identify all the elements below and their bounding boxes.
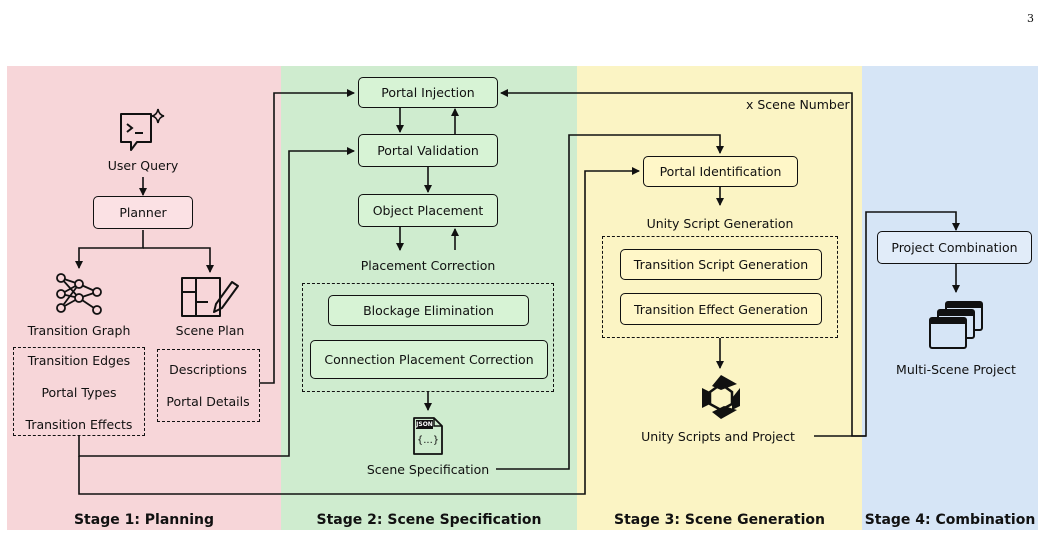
portal-types-label: Portal Types [41, 385, 117, 400]
stage-3-label: Stage 3: Scene Generation [614, 512, 825, 528]
transition-effects-label: Transition Effects [25, 417, 133, 432]
scene-plan-label: Scene Plan [175, 323, 245, 338]
unity-scripts-project-label: Unity Scripts and Project [641, 429, 795, 444]
transition-graph-details [13, 347, 145, 436]
connection-placement-correction-box: Connection Placement Correction [310, 340, 548, 379]
planner-box: Planner [93, 196, 193, 229]
portal-injection-box: Portal Injection [358, 77, 498, 108]
scene-plan-details [157, 349, 260, 422]
stage-1-label: Stage 1: Planning [73, 512, 215, 528]
blockage-elimination-box: Blockage Elimination [328, 295, 529, 326]
transition-graph-icon [56, 273, 102, 315]
stage-4-panel [862, 66, 1038, 530]
stage-2-label: Stage 2: Scene Specification [316, 512, 542, 528]
unity-script-generation-label: Unity Script Generation [646, 216, 794, 231]
chat-terminal-icon [120, 108, 165, 151]
user-query-label: User Query [107, 158, 179, 173]
portal-identification-box: Portal Identification [643, 156, 798, 187]
stage-1-panel [7, 66, 281, 530]
project-combination-box: Project Combination [877, 231, 1032, 264]
stage-4-label: Stage 4: Combination [864, 512, 1036, 528]
transition-edges-label: Transition Edges [27, 353, 131, 368]
scene-plan-icon [181, 277, 239, 317]
page-number: 3 [1027, 12, 1034, 25]
multi-window-icon [929, 301, 983, 349]
placement-correction-group [302, 283, 554, 392]
json-braces: {...} [416, 435, 440, 446]
multi-scene-project-label: Multi-Scene Project [896, 362, 1016, 377]
descriptions-label: Descriptions [169, 362, 247, 377]
unity-script-group [602, 236, 838, 338]
portal-details-label: Portal Details [166, 394, 250, 409]
json-file-icon: JSON {...} [412, 416, 444, 456]
json-tag: JSON [416, 421, 433, 428]
placement-correction-label: Placement Correction [360, 258, 496, 273]
transition-script-generation-box: Transition Script Generation [620, 249, 822, 280]
object-placement-box: Object Placement [358, 194, 498, 227]
scene-loop-label: x Scene Number [746, 97, 850, 112]
scene-specification-label: Scene Specification [366, 462, 490, 477]
transition-effect-generation-box: Transition Effect Generation [620, 293, 822, 325]
unity-logo-icon [702, 375, 740, 419]
transition-graph-label: Transition Graph [27, 323, 131, 338]
portal-validation-box: Portal Validation [358, 134, 498, 167]
